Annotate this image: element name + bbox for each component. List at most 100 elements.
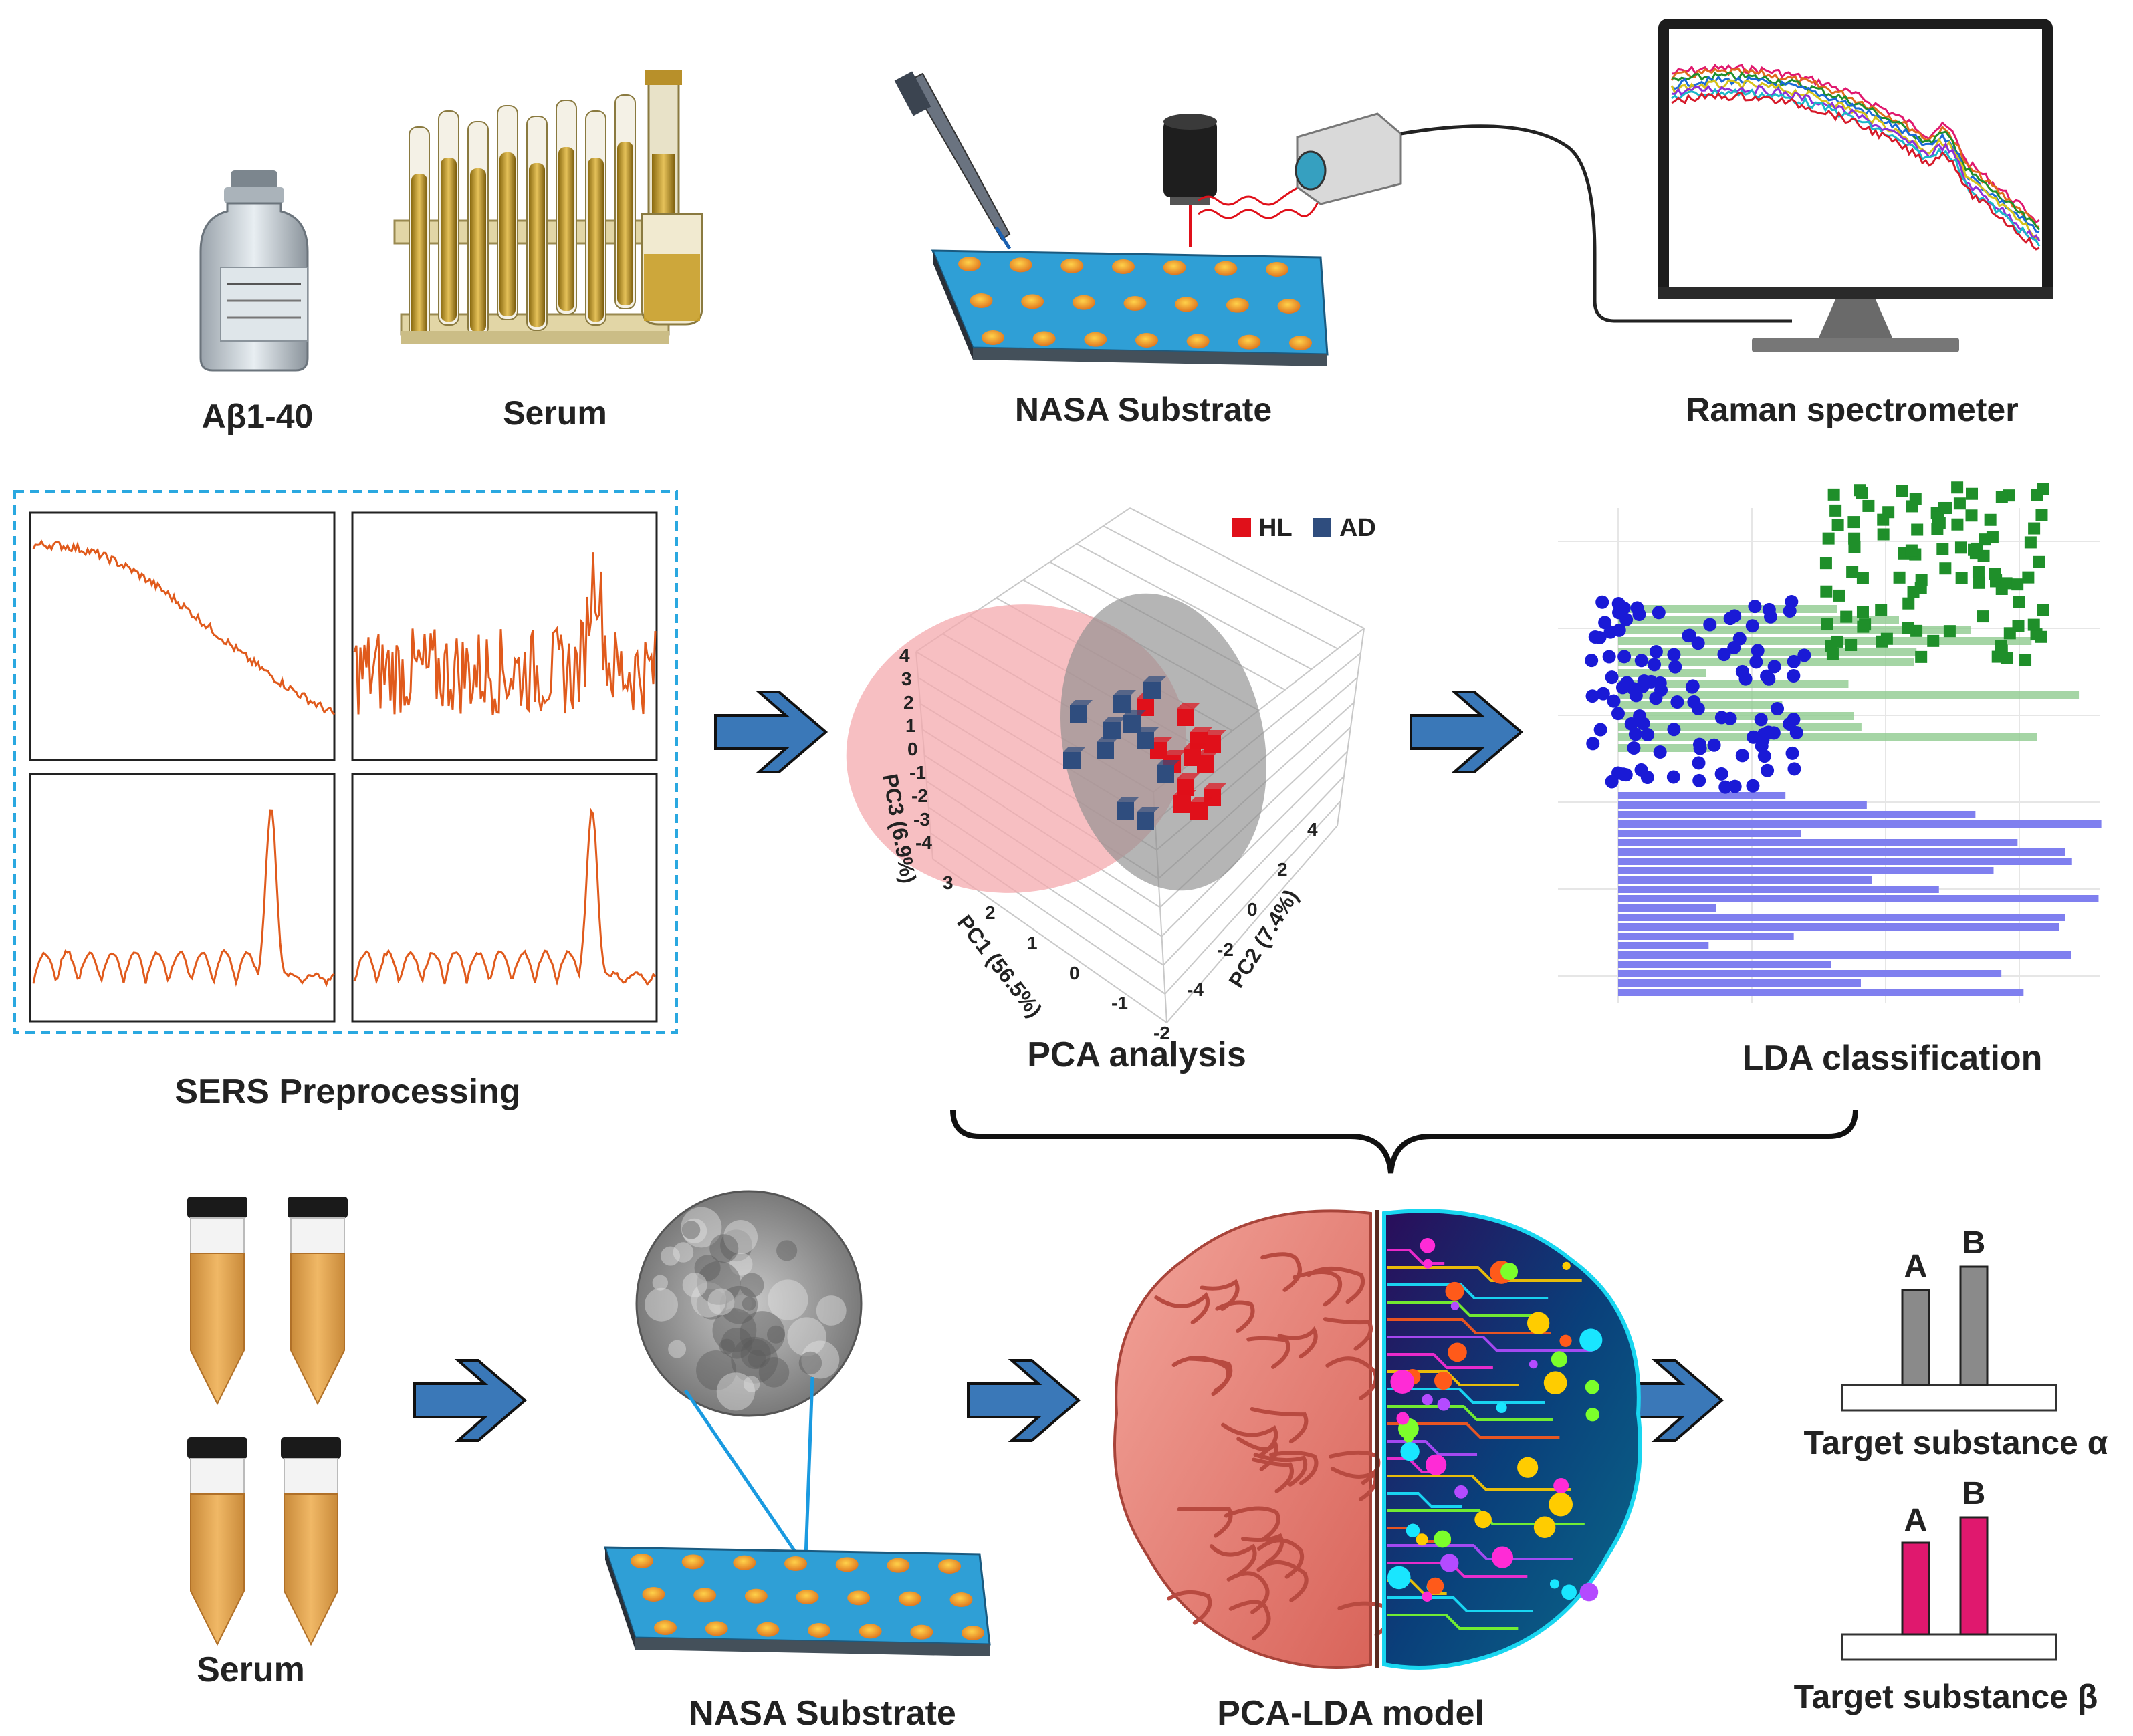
pca-label: PCA analysis [1027, 1035, 1246, 1074]
sem-grain [734, 1294, 752, 1313]
serum-rack-icon [393, 70, 703, 344]
substrate-spot [1226, 297, 1249, 313]
lda-point-ad [1585, 689, 1599, 703]
sem-grain [645, 1287, 678, 1322]
alpha-bar-a [1901, 1289, 1930, 1386]
substrate-spot [1021, 294, 1044, 309]
sem-grain [697, 1261, 741, 1305]
circuit-node [1406, 1523, 1420, 1538]
lda-point-hl [1911, 523, 1924, 536]
legend-ad-swatch [1313, 518, 1331, 537]
lda-point-hl [1969, 547, 1982, 560]
tube-clear-part [190, 1458, 245, 1496]
sers-panel-4 [351, 773, 658, 1023]
lda-point-hl [1846, 566, 1859, 578]
sem-grain [740, 1273, 764, 1297]
substrate-spot [958, 257, 981, 271]
lda-point-ad [1615, 680, 1630, 695]
tube-serum [499, 152, 516, 316]
pca-point-ad [1063, 752, 1081, 769]
brain-fold [1236, 1437, 1278, 1471]
pca-point-hl [1177, 703, 1200, 709]
substrate-spot [949, 1592, 973, 1607]
pca-3d-plot: HL AD PC3 (6.9%) PC1 (56.5%) PC2 (7.4%) … [846, 507, 1376, 1043]
brain-fold [1260, 1252, 1302, 1292]
lda-point-hl [1875, 604, 1888, 616]
lda-point-hl [1966, 487, 1979, 500]
tube-cap [187, 1437, 247, 1459]
lda-point-ad [1634, 654, 1648, 668]
circuit-node [1422, 1591, 1432, 1602]
circuit-node [1559, 1334, 1572, 1347]
flow-arrow-icon [413, 1359, 528, 1442]
substrate-spot [733, 1555, 756, 1570]
sem-grain [691, 1282, 727, 1318]
lda-point-hl [1995, 648, 2008, 660]
lda-bar-purple [1618, 792, 1786, 799]
lda-point-ad [1692, 773, 1706, 787]
circuit-node [1426, 1577, 1444, 1595]
pca-point-ad [1143, 676, 1166, 682]
pc2-tick: -2 [1217, 939, 1234, 960]
circuit-node [1404, 1433, 1414, 1443]
legend-hl-swatch [1232, 518, 1251, 537]
pca-point-ad [1070, 705, 1087, 723]
circuit-node [1562, 1261, 1571, 1270]
lda-point-ad [1602, 650, 1616, 664]
lda-point-hl [2028, 522, 2041, 535]
brain-fold [1277, 1326, 1318, 1359]
circuit-node [1440, 1554, 1459, 1572]
substrate-spot [784, 1556, 807, 1571]
lda-bar-purple [1618, 886, 1939, 893]
circuit-node [1551, 1351, 1567, 1368]
lda-bar-purple [1618, 951, 2071, 959]
lda-point-hl [1902, 622, 1915, 634]
lda-point-ad [1783, 604, 1797, 618]
serum-tubes-icon [187, 1197, 348, 1646]
sers-panel-1 [29, 511, 336, 761]
brain-fold [1209, 1543, 1257, 1576]
lda-point-hl [1915, 650, 1928, 663]
brain-fold [1186, 1356, 1233, 1393]
sers-dashed-frame [13, 490, 678, 1034]
circuit-trace [1387, 1249, 1445, 1265]
circuit-trace [1387, 1562, 1528, 1578]
sem-grain [694, 1255, 721, 1281]
sem-grain [661, 1246, 681, 1266]
substrate-spot [910, 1624, 933, 1640]
substrate-spot [1060, 258, 1084, 273]
substrate-spot [1277, 299, 1301, 314]
pca-grid-line [1103, 525, 1339, 650]
substrate-spot [835, 1557, 859, 1572]
substrate-spot [970, 293, 993, 308]
substrate-spot [642, 1587, 665, 1602]
sers-spectrum-line [32, 809, 335, 988]
circuit-node [1454, 1485, 1468, 1499]
pca-point-ad [1157, 765, 1174, 783]
raman-trace [1670, 67, 2040, 228]
circuit-trace [1387, 1596, 1533, 1612]
lda-point-ad [1627, 741, 1641, 755]
tube-serum [558, 147, 574, 311]
circuit-node [1496, 1402, 1507, 1413]
pc3-tick: 1 [905, 715, 916, 736]
spectrometer-camera-icon [1295, 112, 1792, 323]
substrate-spot [1009, 257, 1032, 273]
lda-point-ad [1789, 725, 1803, 739]
lda-point-ad [1685, 680, 1699, 694]
circuit-trace [1387, 1318, 1551, 1334]
lda-point-hl [1896, 485, 1908, 497]
sem-grain [776, 1240, 798, 1261]
sem-grain [729, 1253, 753, 1276]
lda-point-ad [1718, 780, 1732, 794]
tube-clear-part [190, 1217, 245, 1255]
lda-point-hl [1951, 518, 1964, 531]
pc1-tick: -2 [1153, 1023, 1170, 1043]
tube-serum [470, 168, 486, 332]
lda-point-hl [2024, 536, 2037, 549]
sem-grain [787, 1317, 826, 1356]
target-alpha-label: Target substance α [1804, 1424, 2108, 1461]
circuit-node [1585, 1380, 1599, 1394]
pca-point-hl [1184, 743, 1206, 749]
lda-point-hl [1955, 572, 1968, 584]
